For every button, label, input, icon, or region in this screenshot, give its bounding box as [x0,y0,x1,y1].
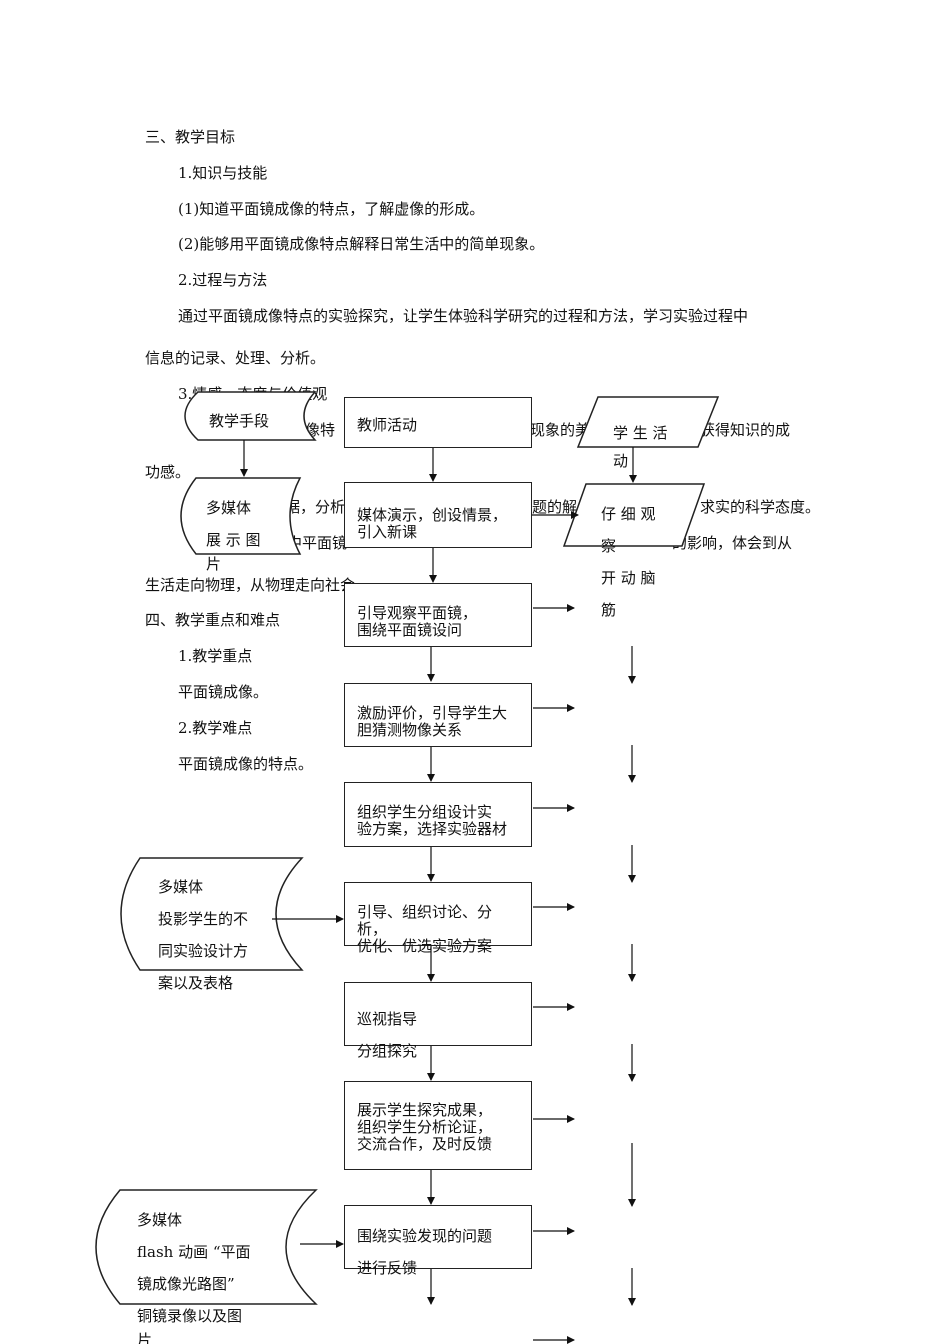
goal-3-fragment: 获得知识的成 [700,421,791,439]
student-activity-line: 察 [601,537,617,555]
teacher-step-line: 优化、优选实验方案 [357,937,493,955]
teacher-step-line: 进行反馈 [357,1259,418,1277]
goal-3-fragment: 现象的美 [530,421,591,439]
means-column-header: 教学手段 [209,412,270,430]
media-3-line: 铜镜录像以及图 [137,1307,243,1325]
teacher-step-line: 验方案，选择实验器材 [357,820,508,838]
student-activity-line: 开 动 脑 [601,569,656,587]
goal-2-line-1: 通过平面镜成像特点的实验探究，让学生体验科学研究的过程和方法，学习实验过程中 [178,307,749,325]
teacher-step-line: 围绕实验发现的问题 [357,1227,493,1245]
teacher-step-line: 巡视指导 [357,1010,418,1028]
teacher-step-line: 引导、组织讨论、分析， [357,903,493,938]
goal-3-line-5: 生活走向物理，从物理走向社会 [145,576,356,594]
keypoint-heading: 1.教学重点 [178,647,253,665]
goal-1-item-b: (2)能够用平面镜成像特点解释日常生活中的简单现象。 [178,235,545,253]
media-2-line: 案以及表格 [158,974,234,992]
teacher-step-line: 媒体演示，创设情景， [357,506,508,524]
media-1-label: 多媒体 展 示 图 片 [206,492,261,572]
goal-1-heading: 1.知识与技能 [178,164,268,182]
teacher-step: 巡视指导 分组探究 [344,982,532,1060]
teacher-step-line: 围绕平面镜设问 [357,621,463,639]
teacher-step-line: 展示学生探究成果， [357,1101,493,1119]
teacher-header-label: 教师活动 [357,416,418,434]
media-3-line: flash 动画 “平面 [137,1243,251,1261]
teacher-step-line: 组织学生分析论证， [357,1118,493,1136]
teacher-column-header: 教师活动 [344,397,532,448]
student-activity-line: 筋 [601,601,617,619]
media-3-line: 片 [137,1332,153,1344]
teacher-step: 引导观察平面镜， 围绕平面镜设问 [344,583,532,647]
keypoint-text: 平面镜成像。 [178,683,269,701]
media-1-line: 展 示 图 [206,531,261,549]
section-title-keypoints: 四、教学重点和难点 [145,611,281,629]
teacher-step-line: 组织学生分组设计实 [357,803,493,821]
teacher-step: 媒体演示，创设情景， 引入新课 [344,482,532,548]
teacher-step-line: 激励评价，引导学生大 [357,704,508,722]
goal-3-fragment: 的影响，体会到从 [672,534,793,552]
media-2-line: 多媒体 [158,878,204,896]
media-2-shape [120,857,304,971]
media-1-shape [180,477,302,555]
media-1-line: 片 [206,555,222,573]
media-2-line: 同实验设计方 [158,942,249,960]
student-activity-line: 仔 细 观 [601,505,656,523]
goal-2-line-2: 信息的记录、处理、分析。 [145,349,326,367]
teacher-step: 激励评价，引导学生大 胆猜测物像关系 [344,683,532,747]
goal-3-fragment: 据，分析 [285,498,346,516]
goal-3-fragment: 求实的科学态度。 [700,498,821,516]
teacher-step-line: 胆猜测物像关系 [357,721,463,739]
student-activity-label: 仔 细 观 察 开 动 脑 筋 [601,498,656,626]
media-2-label: 多媒体 投影学生的不 同实验设计方 案以及表格 [158,871,248,999]
teacher-step-line: 引入新课 [357,523,418,541]
media-3-shape [95,1189,318,1305]
media-1-line: 多媒体 [206,499,252,517]
goal-2-heading: 2.过程与方法 [178,271,268,289]
student-header-shape [576,396,720,448]
student-column-header: 学 生 活 动 [613,424,668,470]
media-2-line: 投影学生的不 [158,910,249,928]
student-first-shape [562,483,706,547]
difficulty-heading: 2.教学难点 [178,719,253,737]
teacher-step-line: 分组探究 [357,1042,418,1060]
media-3-line: 镜成像光路图” [137,1275,235,1293]
goal-1-item-a: (1)知道平面镜成像的特点，了解虚像的形成。 [178,200,485,218]
media-header-shape [184,391,317,441]
media-3-line: 多媒体 [137,1211,183,1229]
goal-3-fragment: 题的解 [532,498,578,516]
goal-3-line-2: 功感。 [145,463,191,481]
teacher-step: 展示学生探究成果， 组织学生分析论证， 交流合作，及时反馈 [344,1081,532,1170]
goal-3-fragment: 中平面镜 [287,534,348,552]
difficulty-text: 平面镜成像的特点。 [178,755,314,773]
teacher-step-line: 引导观察平面镜， [357,604,478,622]
teacher-step: 围绕实验发现的问题 进行反馈 [344,1205,532,1277]
teacher-step: 引导、组织讨论、分析， 优化、优选实验方案 [344,882,532,955]
section-title-goals: 三、教学目标 [145,128,236,146]
teacher-step: 组织学生分组设计实 验方案，选择实验器材 [344,782,532,847]
teacher-step-line: 交流合作，及时反馈 [357,1135,493,1153]
media-3-label: 多媒体 flash 动画 “平面 镜成像光路图” 铜镜录像以及图 片 [137,1204,251,1344]
